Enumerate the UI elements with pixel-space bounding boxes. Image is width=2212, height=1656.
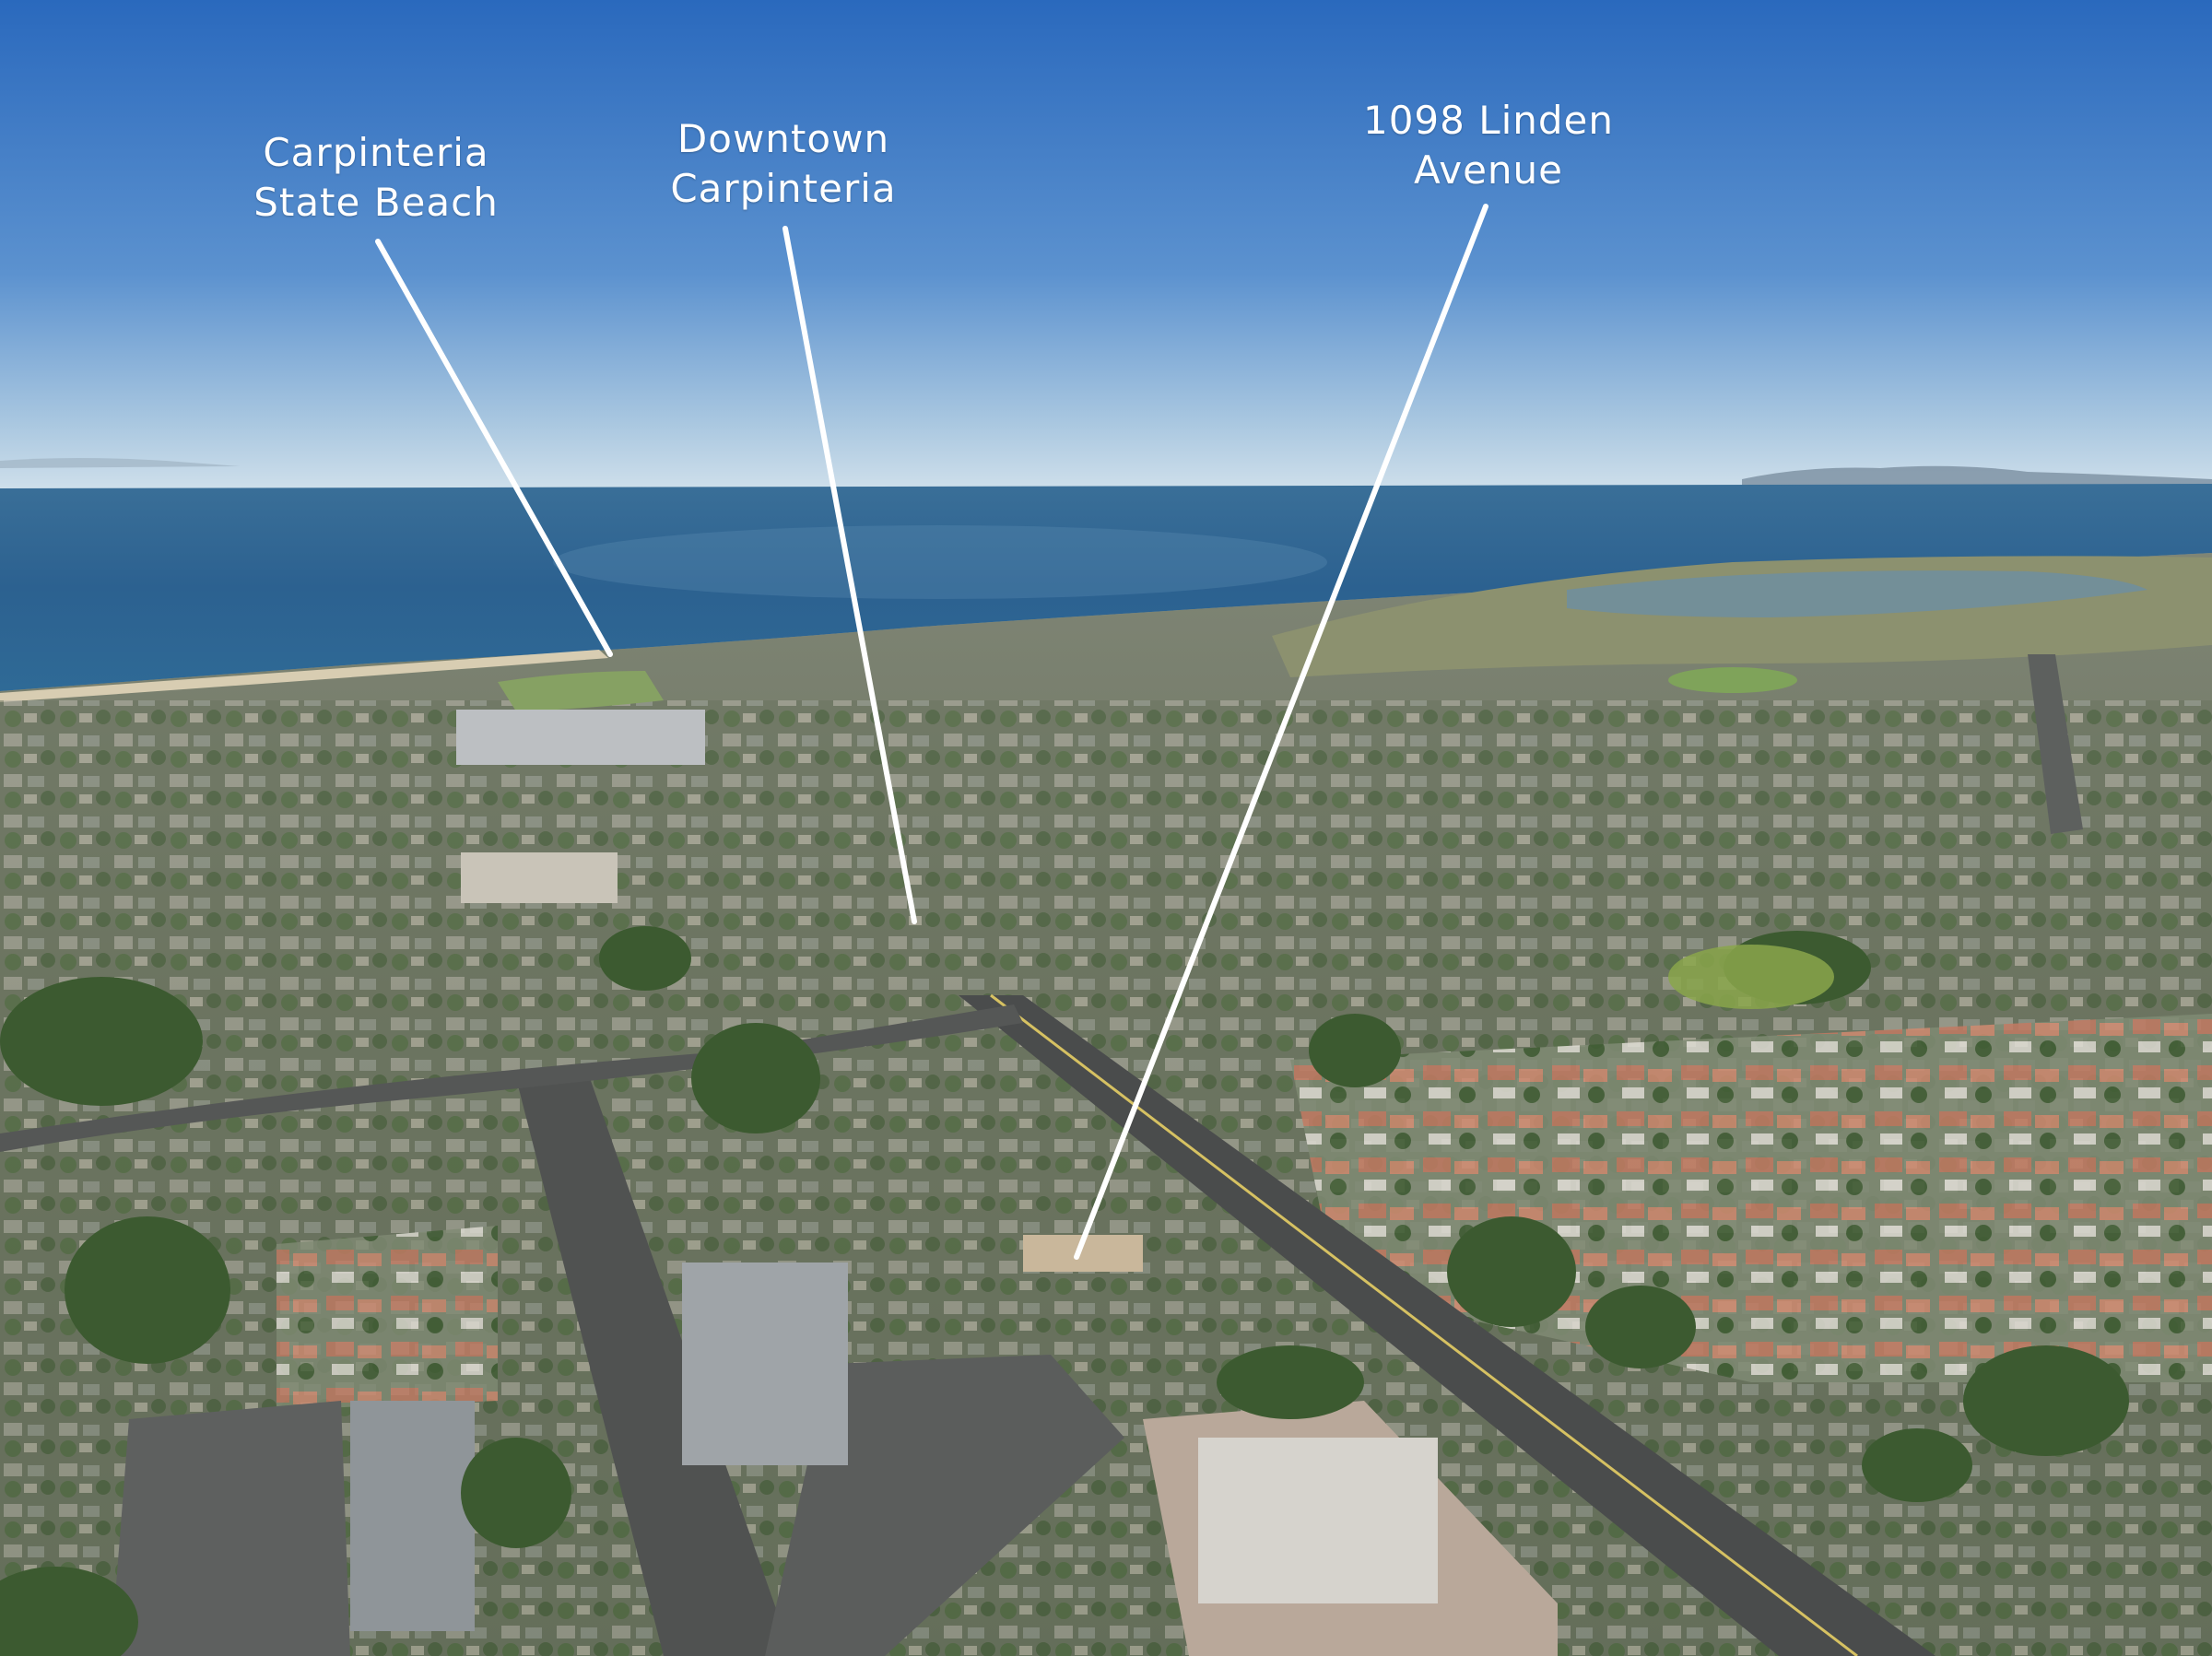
pointer-line-state-beach (375, 239, 613, 657)
label-1098-linden-avenue: 1098 Linden Avenue (1350, 96, 1627, 195)
label-line: Avenue (1413, 147, 1564, 193)
label-line: Carpinteria (670, 166, 897, 211)
label-carpinteria-state-beach: Carpinteria State Beach (238, 128, 514, 228)
label-downtown-carpinteria: Downtown Carpinteria (645, 114, 922, 214)
label-line: State Beach (253, 180, 499, 225)
pointer-line-linden-avenue (1074, 204, 1488, 1260)
label-line: 1098 Linden (1362, 98, 1615, 143)
label-line: Carpinteria (263, 130, 489, 175)
pointer-line-downtown (782, 226, 917, 924)
label-line: Downtown (677, 116, 890, 161)
